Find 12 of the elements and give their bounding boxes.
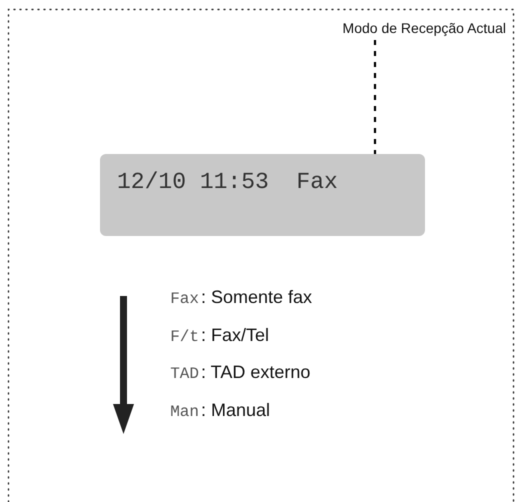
mode-code: F/t <box>170 328 199 346</box>
mode-code: Fax <box>170 290 199 308</box>
mode-description: : Somente fax <box>201 287 312 308</box>
leader-line <box>374 40 376 154</box>
mode-code: Man <box>170 402 199 420</box>
callout-label: Modo de Recepção Actual <box>342 20 506 36</box>
mode-description: : Manual <box>201 400 270 420</box>
mode-description: : TAD externo <box>201 362 310 383</box>
display-text: 12/10 11:53 Fax <box>117 169 338 195</box>
mode-description: : Fax/Tel <box>201 324 270 346</box>
mode-code: TAD <box>170 365 199 383</box>
lcd-display <box>100 154 425 236</box>
